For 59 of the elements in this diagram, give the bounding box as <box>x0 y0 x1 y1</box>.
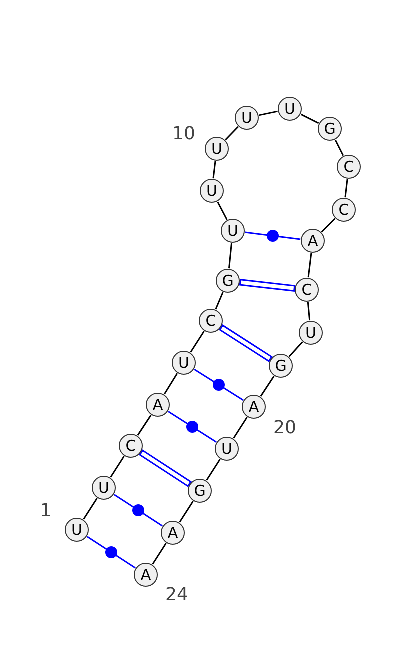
backbone-line <box>225 126 239 141</box>
backbone-line <box>308 253 312 278</box>
nucleotide-circle: G <box>188 479 212 503</box>
backbone-line <box>206 459 221 481</box>
nucleotide-circle: A <box>134 563 158 587</box>
backbone-line <box>334 140 344 156</box>
backbone-line <box>110 456 125 478</box>
position-number: 1 <box>40 500 52 522</box>
backbone-line <box>179 501 194 523</box>
nucleotide-circle: U <box>221 219 245 243</box>
backbone-line <box>212 161 216 179</box>
base-pair-line <box>87 536 136 569</box>
nucleotide-circle: U <box>215 437 239 461</box>
nucleotide-circle: C <box>295 278 319 302</box>
nucleotide-circle: A <box>161 521 185 545</box>
nucleotide-circle: U <box>200 179 224 203</box>
backbone-line <box>217 202 228 220</box>
position-number: 24 <box>166 584 188 606</box>
nucleotide-circle: C <box>199 309 223 333</box>
nucleotide-circle: U <box>92 476 116 500</box>
nucleotide-circle: U <box>172 351 196 375</box>
backbone-line <box>83 498 98 520</box>
nucleotide-circle: G <box>318 117 342 141</box>
nucleotide-circle: U <box>205 137 229 161</box>
backbone-line <box>233 417 248 439</box>
base-pair-line <box>194 369 244 401</box>
position-number: 10 <box>172 124 196 144</box>
base-pair-line <box>114 494 163 527</box>
backbone-line <box>307 302 311 321</box>
nucleotide-circle: C <box>119 434 143 458</box>
backbone-line <box>228 243 232 269</box>
base-pair-line <box>239 279 296 292</box>
base-pair-line <box>168 411 217 443</box>
backbone-line <box>190 331 205 353</box>
nucleotide-circle: G <box>216 269 240 293</box>
backbone-line <box>300 114 320 124</box>
backbone-line <box>321 218 336 233</box>
base-pair-line <box>219 324 273 362</box>
nucleotide-circle: A <box>242 395 266 419</box>
backbone-line <box>344 179 348 198</box>
nucleotide-circle: A <box>301 229 325 253</box>
position-number: 20 <box>274 418 296 438</box>
nucleotide-circle: U <box>65 518 89 542</box>
backbone-line <box>164 373 178 395</box>
backbone-line <box>137 415 152 436</box>
nucleotide-circle: U <box>235 106 259 130</box>
backbone-line <box>215 292 224 310</box>
base-pair-line <box>139 450 192 488</box>
backbone-line <box>259 110 278 116</box>
base-pair-line <box>245 232 301 240</box>
nucleotide-circle: C <box>332 198 356 222</box>
nucleotide-circle: U <box>278 97 302 121</box>
nucleotide-circle: U <box>299 321 323 345</box>
nucleotide-circle: A <box>146 393 170 417</box>
backbone-line <box>288 342 304 358</box>
backbone-line <box>260 376 275 397</box>
nucleotide-circle: G <box>269 354 293 378</box>
nucleotide-circle: C <box>337 155 361 179</box>
backbone-line <box>152 543 167 565</box>
